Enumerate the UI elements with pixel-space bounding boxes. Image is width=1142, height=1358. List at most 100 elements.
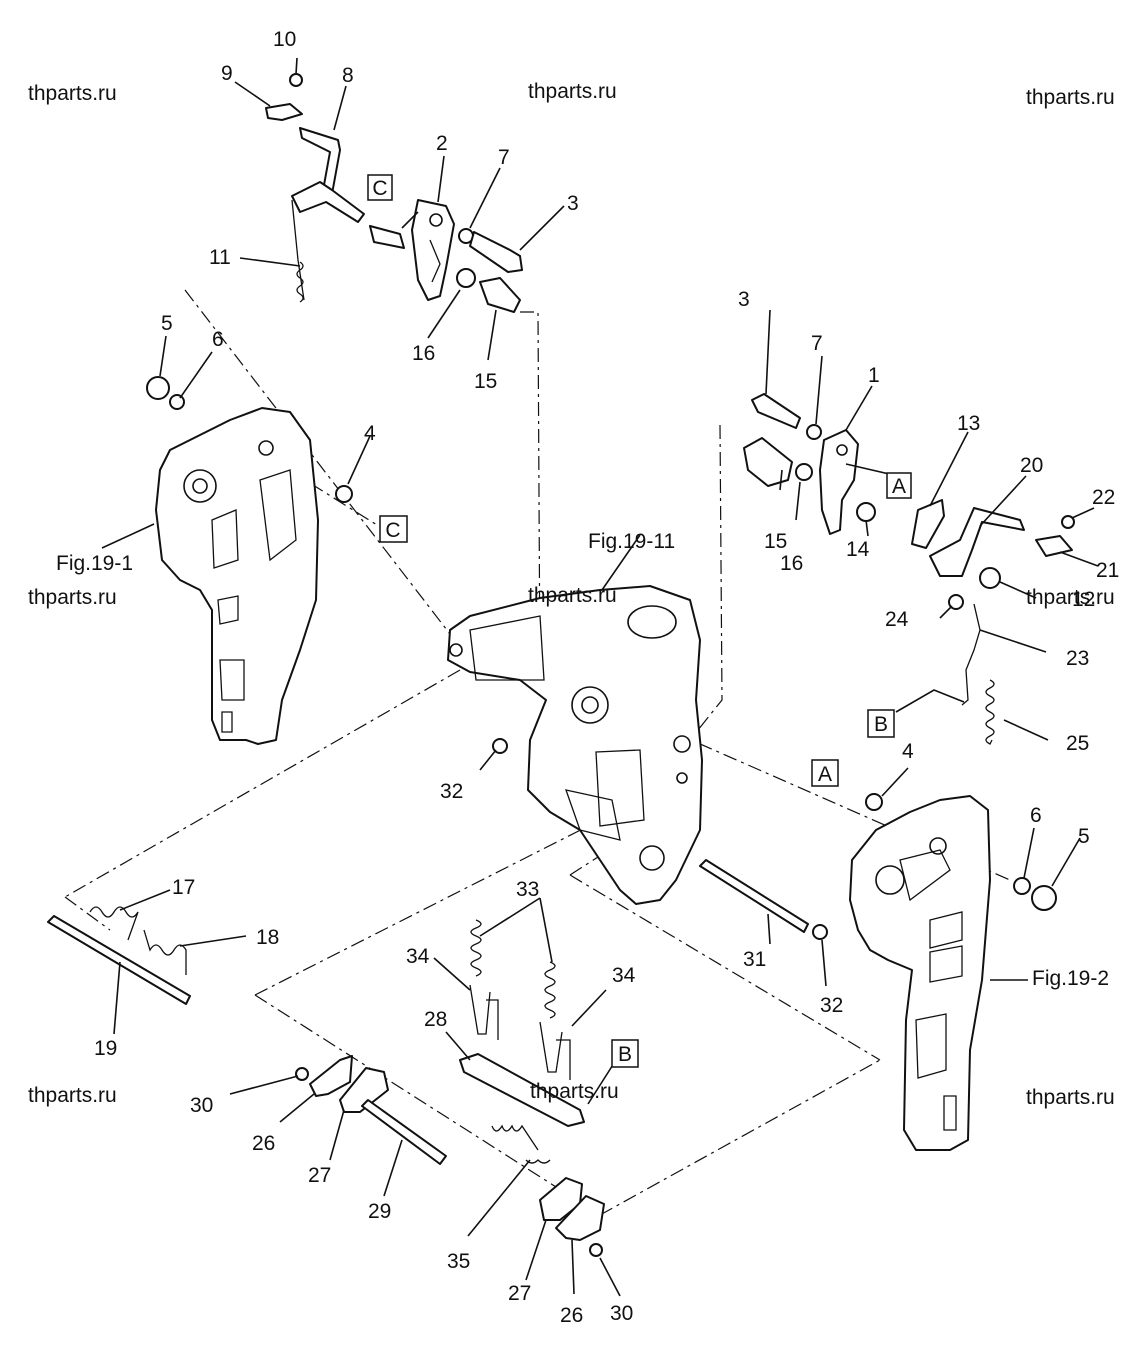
- callout-label: 31: [743, 948, 766, 971]
- callout-label: 10: [273, 28, 296, 51]
- part-18-spring: [143, 929, 187, 975]
- part-26-plate-right: [555, 1195, 605, 1241]
- part-23-rod: [961, 603, 981, 706]
- part-35-spring: [491, 1124, 551, 1164]
- watermark: thparts.ru: [28, 82, 117, 105]
- callout-label: 1: [868, 364, 880, 387]
- callout-label: 24: [885, 608, 909, 631]
- lever-shaft: [291, 181, 365, 223]
- part-19-shaft: [47, 915, 191, 1005]
- part-32-clip-lower: [812, 924, 828, 940]
- callout-label: 13: [957, 412, 980, 435]
- callout-label: 35: [447, 1250, 470, 1273]
- callout-label: 7: [498, 146, 510, 169]
- part-6-washer-right: [1013, 877, 1031, 895]
- part-21-clip: [1035, 535, 1073, 557]
- part-33-spring-a: [470, 919, 482, 977]
- callout-label: 6: [212, 328, 224, 351]
- part-5-nut-right: [1031, 885, 1057, 911]
- callout-label: 26: [560, 1304, 583, 1327]
- callout-label: 32: [440, 780, 463, 803]
- callout-label: 34: [612, 964, 636, 987]
- callout-label: 27: [308, 1164, 331, 1187]
- part-22-screw: [1061, 515, 1075, 529]
- callout-label: 32: [820, 994, 843, 1017]
- part-15-collar-right: [743, 437, 793, 487]
- part-17-spring: [89, 906, 139, 941]
- swivel-bracket-body: [447, 585, 703, 905]
- part-25-spring: [985, 679, 995, 745]
- leader-lines: [101, 57, 1099, 1297]
- callout-label: 4: [364, 422, 376, 445]
- watermark: thparts.ru: [28, 586, 117, 609]
- part-4-washer: [335, 485, 353, 503]
- part-26-plate-left: [309, 1055, 353, 1097]
- right-bracket-body: [849, 795, 991, 1151]
- watermark: thparts.ru: [1026, 586, 1115, 609]
- callout-label: 16: [412, 342, 435, 365]
- callout-label: 4: [902, 740, 914, 763]
- callout-label: 27: [508, 1282, 531, 1305]
- callout-label: 11: [209, 246, 231, 269]
- part-6-washer: [169, 394, 185, 410]
- callout-label: 5: [161, 312, 173, 335]
- part-33-spring-b: [544, 961, 556, 1019]
- part-29-shaft: [361, 1099, 447, 1165]
- part-2-plate: [411, 199, 455, 301]
- callout-label: 30: [190, 1094, 213, 1117]
- callout-label: 34: [406, 945, 430, 968]
- part-5-nut: [146, 376, 170, 400]
- part-24-pin: [948, 594, 964, 610]
- part-12-nut: [979, 567, 1001, 589]
- callout-label: 30: [610, 1302, 633, 1325]
- right-bracket: [849, 793, 1057, 1151]
- ref-b-right: B: [874, 713, 888, 736]
- callout-label: 25: [1066, 732, 1089, 755]
- part-11-spring: [291, 199, 305, 303]
- watermark: thparts.ru: [528, 584, 617, 607]
- part-13-link: [911, 499, 945, 549]
- callout-label: 16: [780, 552, 803, 575]
- watermark: thparts.ru: [1026, 86, 1115, 109]
- watermarks: thparts.ru thparts.ru thparts.ru thparts…: [28, 80, 1115, 1109]
- ref-box-a-right: [886, 472, 912, 499]
- right-lever-assembly: [743, 393, 1075, 745]
- callout-label: 3: [738, 288, 750, 311]
- ref-a-lower: A: [818, 763, 832, 786]
- watermark: thparts.ru: [1026, 1086, 1115, 1109]
- ref-box-b-lower: [611, 1039, 639, 1068]
- watermark: thparts.ru: [528, 80, 617, 103]
- reference-boxes: C C A A B B: [367, 174, 912, 1068]
- ref-box-c-top: [367, 174, 393, 201]
- part-1-plate: [819, 429, 859, 535]
- fig-ref-left: Fig.19-1: [56, 552, 133, 575]
- spring-shaft-group: [47, 906, 191, 1005]
- callout-label: 20: [1020, 454, 1043, 477]
- callouts: 10 9 8 2 7 3 11 16 15 5 6 4 3 7 1 13 20 …: [94, 28, 1119, 1327]
- part-32-clip-upper: [492, 738, 508, 754]
- part-28-plate: [459, 1053, 585, 1127]
- part-31-bolt: [699, 859, 809, 933]
- part-16-washer: [456, 268, 476, 288]
- callout-label: 3: [567, 192, 579, 215]
- callout-label: 8: [342, 64, 354, 87]
- part-30-clip-left: [295, 1067, 309, 1081]
- lower-lock-assembly: [295, 919, 605, 1257]
- part-20-lever: [929, 507, 1025, 577]
- part-9-clip: [265, 103, 303, 121]
- part-34-clip-b: [539, 1021, 571, 1080]
- pin: [369, 225, 405, 249]
- callout-label: 19: [94, 1037, 117, 1060]
- part-10-screw: [289, 73, 303, 87]
- callout-label: 18: [256, 926, 279, 949]
- ref-box-a-lower: [811, 759, 839, 787]
- left-bracket-body: [155, 407, 319, 745]
- watermark: thparts.ru: [28, 1084, 117, 1107]
- fig-ref-right: Fig.19-2: [1032, 967, 1109, 990]
- part-3-bolt: [469, 231, 523, 273]
- part-3-bolt-right: [751, 393, 801, 429]
- callout-label: 22: [1092, 486, 1115, 509]
- callout-label: 23: [1066, 647, 1089, 670]
